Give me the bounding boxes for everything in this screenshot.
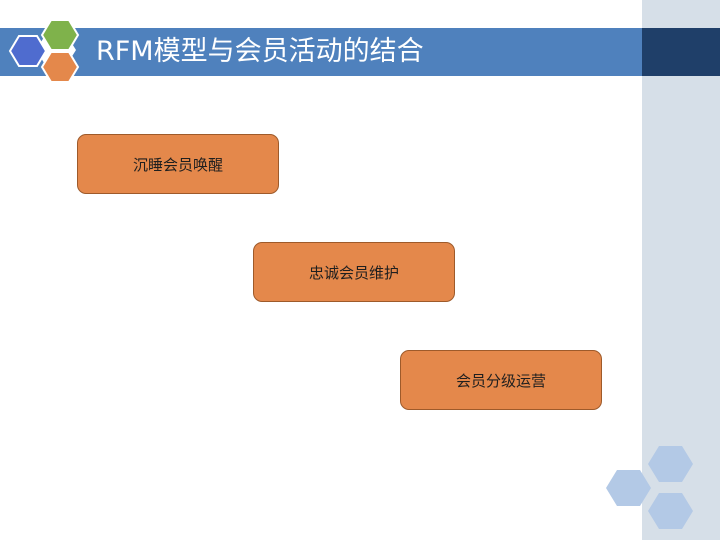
member-tier-operation-box[interactable]: 会员分级运营 bbox=[400, 350, 602, 410]
hexagon-cluster-logo-icon bbox=[8, 14, 88, 90]
title-bar-accent bbox=[642, 28, 720, 76]
blue-hexagon-icon bbox=[8, 35, 48, 67]
loyal-member-maintenance-box[interactable]: 忠诚会员维护 bbox=[253, 242, 455, 302]
deco-hexagon-icon bbox=[648, 446, 693, 482]
hexagon-cluster-decoration-icon bbox=[600, 438, 710, 536]
green-hexagon-icon bbox=[40, 19, 80, 51]
deco-hexagon-icon bbox=[648, 493, 693, 529]
page-title: RFM模型与会员活动的结合 bbox=[96, 36, 424, 67]
title-bar bbox=[0, 28, 642, 76]
orange-hexagon-icon bbox=[40, 51, 80, 83]
sleeping-member-wakeup-box[interactable]: 沉睡会员唤醒 bbox=[77, 134, 279, 194]
deco-hexagon-icon bbox=[606, 470, 651, 506]
